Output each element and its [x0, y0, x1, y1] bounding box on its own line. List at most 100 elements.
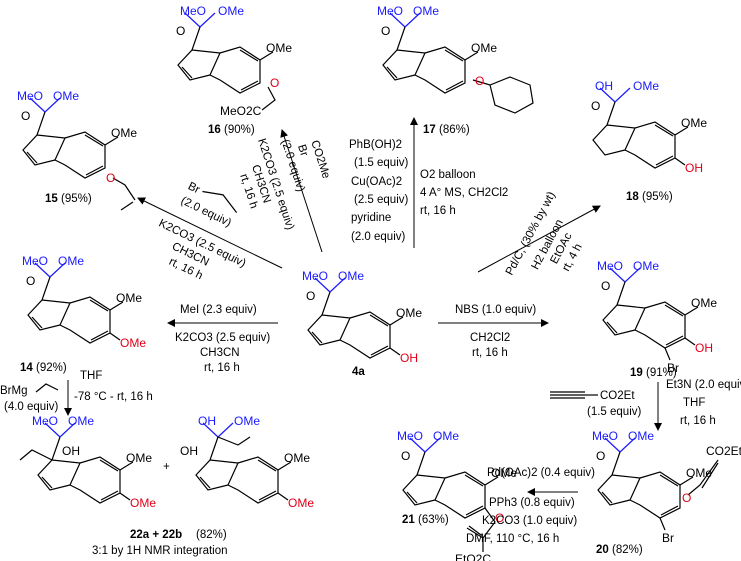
svg-text:PhB(OH)2: PhB(OH)2	[349, 139, 402, 151]
svg-text:(2.5 equiv): (2.5 equiv)	[354, 194, 409, 206]
svg-text:OH: OH	[685, 161, 703, 175]
svg-text:OMe: OMe	[68, 414, 94, 428]
compound-20: MeO OMe O OMe O Br CO2Et	[592, 429, 741, 545]
compound-19: MeO OMe O OMe OH Br	[597, 259, 717, 375]
svg-text:OMe: OMe	[633, 79, 659, 93]
svg-text:OMe: OMe	[471, 41, 497, 55]
svg-text:BrMg: BrMg	[0, 385, 27, 397]
svg-text:OH: OH	[695, 341, 713, 355]
conditions-to-20: CO2Et (1.5 equiv) Et3N (2.0 equiv) THF r…	[550, 379, 741, 427]
svg-text:MeO: MeO	[17, 89, 43, 103]
label-4a: 4a	[352, 366, 365, 378]
svg-text:MeO: MeO	[302, 269, 328, 283]
svg-text:O: O	[601, 279, 610, 293]
svg-text:O: O	[475, 74, 484, 88]
svg-text:Br: Br	[667, 361, 679, 375]
svg-text:rt, 16 h: rt, 16 h	[420, 205, 456, 217]
yield-20: (82%)	[612, 544, 643, 556]
compound-16: MeO OMe O OMe O MeO2C	[176, 4, 292, 118]
arrow-to-16	[280, 129, 323, 253]
svg-text:DMF, 110 °C, 16 h: DMF, 110 °C, 16 h	[466, 533, 559, 545]
conditions-to-16: CO2Me Br (2.0 equiv) K2CO3 (2.5 equiv) C…	[237, 137, 332, 231]
svg-text:NBS (1.0 equiv): NBS (1.0 equiv)	[455, 304, 536, 316]
svg-text:OMe: OMe	[58, 254, 84, 268]
svg-text:(2.0 equiv): (2.0 equiv)	[351, 231, 406, 243]
compound-4a: MeO OMe O OMe OH	[302, 269, 422, 365]
svg-text:O2 balloon: O2 balloon	[420, 169, 476, 181]
svg-text:THF: THF	[80, 370, 102, 382]
svg-text:(1.5 equiv): (1.5 equiv)	[587, 406, 642, 418]
svg-text:rt, 16 h: rt, 16 h	[680, 415, 716, 427]
svg-text:OMe: OMe	[628, 429, 654, 443]
svg-text:MeO: MeO	[377, 4, 403, 18]
svg-text:PPh3 (0.8 equiv): PPh3 (0.8 equiv)	[489, 497, 575, 509]
yield-22: (82%)	[196, 529, 227, 541]
svg-text:OMe: OMe	[413, 4, 439, 18]
svg-text:-78 °C - rt, 16 h: -78 °C - rt, 16 h	[74, 391, 153, 403]
svg-text:OH: OH	[62, 444, 80, 458]
svg-text:MeI (2.3 equiv): MeI (2.3 equiv)	[180, 304, 257, 316]
svg-text:OMe: OMe	[491, 466, 517, 480]
svg-text:(4.0 equiv): (4.0 equiv)	[4, 401, 59, 413]
yield-21: (63%)	[418, 514, 449, 526]
yield-16: (90%)	[224, 124, 255, 136]
svg-text:K2CO3 (2.5 equiv): K2CO3 (2.5 equiv)	[175, 332, 270, 344]
svg-text:O: O	[682, 491, 691, 505]
svg-text:CO2Et: CO2Et	[600, 390, 635, 402]
svg-text:OMe: OMe	[116, 291, 142, 305]
label-15: 15	[45, 193, 58, 205]
svg-text:OMe: OMe	[338, 269, 364, 283]
svg-text:THF: THF	[683, 397, 705, 409]
svg-text:OMe: OMe	[218, 4, 244, 18]
label-16: 16	[208, 124, 221, 136]
svg-text:OH: OH	[198, 414, 216, 428]
arrow-to-18	[477, 205, 601, 273]
svg-text:O: O	[26, 274, 35, 288]
svg-text:MeO: MeO	[397, 429, 423, 443]
label-21: 21	[402, 514, 415, 526]
svg-text:Pd(OAc)2 (0.4 equiv): Pd(OAc)2 (0.4 equiv)	[487, 467, 595, 479]
svg-text:OMe: OMe	[130, 496, 156, 510]
svg-text:Br: Br	[662, 531, 674, 545]
svg-text:MeO: MeO	[32, 414, 58, 428]
conditions-to-19: NBS (1.0 equiv) CH2Cl2 rt, 16 h	[455, 304, 536, 359]
svg-text:OMe: OMe	[126, 451, 152, 465]
arrow-to-15	[137, 197, 283, 269]
svg-text:CH3CN: CH3CN	[200, 347, 240, 359]
svg-text:O: O	[21, 109, 30, 123]
svg-text:OMe: OMe	[234, 414, 260, 428]
svg-text:4 A° MS, CH2Cl2: 4 A° MS, CH2Cl2	[420, 187, 508, 199]
svg-text:MeO: MeO	[597, 259, 623, 273]
compound-14: MeO OMe O OMe OMe	[22, 254, 146, 350]
compound-21: MeO OMe O OMe O EtO2C	[397, 429, 517, 561]
svg-text:OMe: OMe	[111, 126, 137, 140]
compound-22b: OH OMe OH OMe OMe	[180, 414, 314, 510]
svg-text:rt, 16 h: rt, 16 h	[204, 362, 240, 374]
svg-text:CH2Cl2: CH2Cl2	[470, 332, 510, 344]
svg-text:OH: OH	[400, 351, 418, 365]
svg-text:O: O	[596, 449, 605, 463]
svg-text:(2.0 equiv): (2.0 equiv)	[179, 195, 233, 230]
svg-text:rt, 16 h: rt, 16 h	[472, 347, 508, 359]
svg-text:OH: OH	[595, 79, 613, 93]
svg-text:OH: OH	[180, 444, 198, 458]
svg-text:Cu(OAc)2: Cu(OAc)2	[351, 176, 402, 188]
label-17: 17	[423, 124, 436, 136]
svg-text:MeO2C: MeO2C	[220, 104, 262, 118]
svg-text:O: O	[306, 289, 315, 303]
yield-14: (92%)	[36, 362, 67, 374]
svg-text:OMe: OMe	[53, 89, 79, 103]
svg-text:MeO: MeO	[180, 4, 206, 18]
yield-18: (95%)	[642, 191, 673, 203]
compound-22a: MeO OMe OH OMe OMe	[19, 414, 156, 510]
svg-text:OMe: OMe	[681, 116, 707, 130]
label-22: 22a + 22b	[130, 529, 182, 541]
svg-text:O: O	[270, 76, 279, 90]
svg-text:O: O	[106, 171, 115, 185]
conditions-to-18: Pd/C, (30% by wt) H2 balloon EtOAc rt, 4…	[504, 190, 585, 278]
svg-text:OMe: OMe	[633, 259, 659, 273]
svg-text:O: O	[591, 99, 600, 113]
svg-text:OMe: OMe	[266, 41, 292, 55]
yield-15: (95%)	[61, 193, 92, 205]
